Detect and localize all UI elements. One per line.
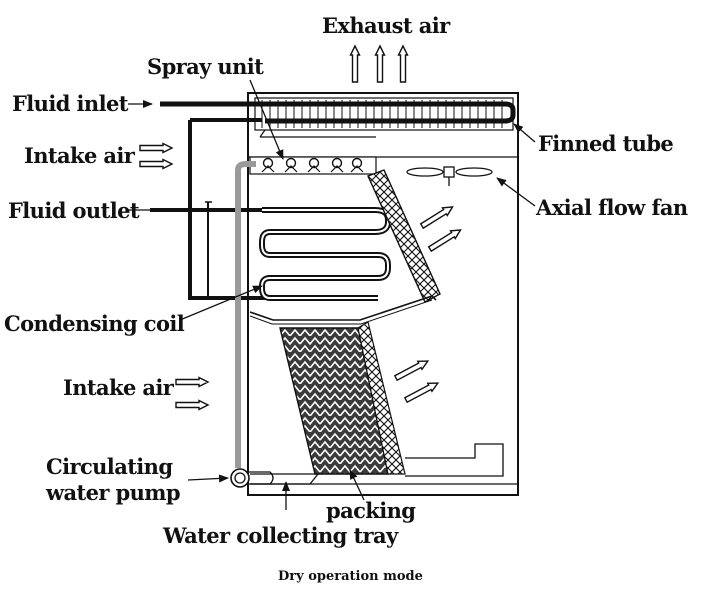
condensing-coil-label: Condensing coil [4,311,185,336]
exhaust-air-label: Exhaust air [322,13,451,38]
airflow-arrow [393,360,430,382]
exhaust-arrow [397,44,409,83]
spray-cone [350,165,364,173]
airflow-arrow [403,382,440,404]
finned-tube [160,97,516,138]
airflow-arrow [427,229,462,253]
intake-air-arrow [139,158,174,170]
spray-cone [330,165,344,173]
packing-label: packing [326,498,416,523]
intake-air-arrow [139,142,174,154]
leader-lines [128,79,536,510]
divider-plate [249,295,437,325]
fluid-outlet-label: Fluid outlet [8,198,140,223]
spray-nozzle [331,157,343,169]
water-collecting-tray [250,473,518,485]
spray-nozzle [285,157,297,169]
finned-tube-label: Finned tube [538,131,673,156]
diagram-caption: Dry operation mode [278,569,423,584]
airflow-arrow [419,206,454,230]
intake-air-arrow [175,376,210,388]
spray-cone [307,165,321,173]
intake-air-top-label: Intake air [24,143,136,168]
water-pump-label: water pump [45,480,180,505]
intake-air-arrow [175,399,210,411]
exhaust-arrow [374,44,386,83]
circulating-label: Circulating [46,454,173,479]
exhaust-arrows [349,44,409,83]
spray-cone [261,165,275,173]
circulating-pipe [230,161,274,488]
fluid-inlet-label: Fluid inlet [12,91,129,116]
spray-unit [249,156,377,175]
axial-flow-fan [406,166,493,186]
spray-cone [284,165,298,173]
drift-eliminator [367,169,441,303]
intake-air-bottom-label: Intake air [63,375,175,400]
spray-nozzle [308,157,320,169]
packing-media [279,321,406,475]
water-collecting-tray-label: Water collecting tray [162,523,399,548]
spray-unit-label: Spray unit [147,54,264,79]
exhaust-arrow [349,44,361,83]
airflow-arrows [139,142,462,411]
spray-nozzle [262,157,274,169]
condensing-coil [259,207,391,301]
spray-nozzle [351,157,363,169]
outlet-shelf [405,443,504,477]
axial-flow-fan-label: Axial flow fan [535,195,688,220]
